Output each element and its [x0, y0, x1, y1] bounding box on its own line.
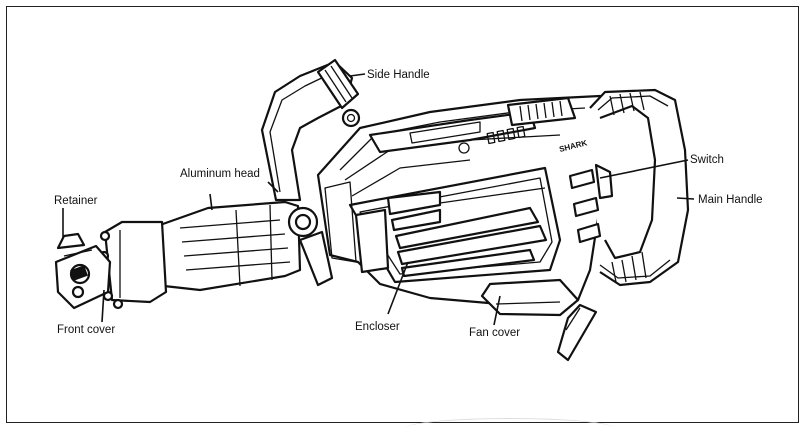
- rear-vent-grille: [506, 96, 577, 127]
- main-handle-leader: [676, 197, 695, 200]
- label-retainer: Retainer: [54, 195, 98, 207]
- fan-cover: [480, 278, 580, 317]
- fan-cover-leader: [493, 295, 501, 326]
- aluminum-head-leader: [267, 181, 279, 193]
- front-cover-leader: [101, 289, 105, 323]
- label-main-handle: Main Handle: [698, 194, 763, 206]
- switch-leader: [599, 159, 689, 179]
- figure-frame: [6, 6, 799, 423]
- label-fan-cover: Fan cover: [469, 327, 520, 339]
- main-handle: [589, 88, 690, 287]
- label-side-handle: Side Handle: [367, 69, 430, 81]
- label-front-cover: Front cover: [57, 324, 115, 336]
- label-aluminum-head: Aluminum head: [180, 168, 260, 180]
- top-cover: [368, 110, 537, 154]
- trigger-switch: [568, 163, 614, 244]
- encloser-panel: [324, 166, 562, 284]
- encloser-leader: [387, 261, 409, 315]
- leader-lines: [62, 73, 695, 326]
- side-handle: [260, 58, 361, 202]
- side-handle-leader: [349, 73, 366, 77]
- label-switch: Switch: [690, 154, 724, 166]
- watermark: [405, 418, 615, 439]
- retainer: [54, 232, 112, 310]
- part-labels: Side Handle Switch Main Handle Aluminum …: [54, 69, 763, 339]
- power-cord: [556, 303, 598, 362]
- aluminum-head-leader-2: [209, 193, 213, 211]
- label-encloser: Encloser: [355, 321, 400, 333]
- aluminum-head: [153, 200, 334, 292]
- demolition-hammer-diagram: SHARK: [54, 58, 763, 362]
